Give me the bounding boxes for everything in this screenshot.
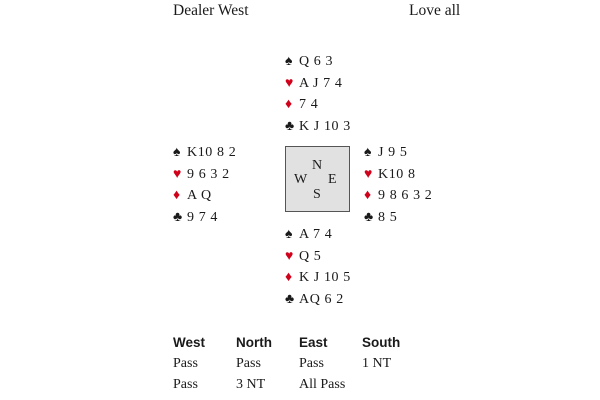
vulnerability-label: Love all: [409, 2, 461, 19]
spade-icon: ♠: [173, 144, 181, 160]
auction-row: Pass Pass Pass 1 NT: [173, 353, 425, 374]
north-clubs-cards: K J 10 3: [299, 119, 351, 135]
south-diamonds-cards: K J 10 5: [299, 270, 351, 286]
compass-south-label: S: [313, 187, 321, 202]
compass-east-label: E: [328, 172, 337, 187]
spade-icon: ♠: [285, 53, 293, 69]
auction-bid: Pass: [299, 355, 324, 371]
heart-icon: ♥: [364, 166, 373, 182]
auction-bid: All Pass: [299, 376, 346, 392]
west-spades-row: ♠ K10 8 2: [173, 142, 236, 164]
diamond-icon: ♦: [285, 97, 293, 113]
auction-bid: Pass: [236, 355, 261, 371]
south-hand: ♠ A 7 4 ♥ Q 5 ♦ K J 10 5 ♣ AQ 6 2: [285, 224, 351, 311]
compass-west-label: W: [294, 172, 308, 187]
heart-icon: ♥: [285, 75, 294, 91]
west-hand: ♠ K10 8 2 ♥ 9 6 3 2 ♦ A Q ♣ 9 7 4: [173, 142, 236, 229]
auction-header-south: South: [362, 335, 401, 350]
auction-bid: Pass: [173, 376, 198, 392]
west-diamonds-cards: A Q: [187, 188, 212, 204]
north-hand: ♠ Q 6 3 ♥ A J 7 4 ♦ 7 4 ♣ K J 10 3: [285, 51, 351, 138]
south-clubs-cards: AQ 6 2: [299, 292, 344, 308]
auction-bid: 3 NT: [236, 376, 266, 392]
spade-icon: ♠: [285, 226, 293, 242]
club-icon: ♣: [173, 210, 183, 226]
north-spades-row: ♠ Q 6 3: [285, 51, 351, 73]
auction-header-east: East: [299, 335, 328, 350]
north-diamonds-cards: 7 4: [299, 97, 319, 113]
east-spades-cards: J 9 5: [378, 144, 408, 160]
club-icon: ♣: [364, 210, 374, 226]
east-clubs-cards: 8 5: [378, 210, 398, 226]
dealer-label: Dealer West: [173, 2, 249, 19]
east-hearts-row: ♥ K10 8: [364, 164, 432, 186]
north-hearts-cards: A J 7 4: [299, 75, 343, 91]
diamond-icon: ♦: [173, 188, 181, 204]
club-icon: ♣: [285, 119, 295, 135]
compass-box: N W E S: [285, 146, 350, 212]
auction-header-row: West North East South: [173, 332, 425, 353]
south-clubs-row: ♣ AQ 6 2: [285, 289, 351, 311]
west-clubs-cards: 9 7 4: [187, 210, 218, 226]
compass-north-label: N: [312, 158, 323, 173]
auction-bid: 1 NT: [362, 355, 392, 371]
east-diamonds-row: ♦ 9 8 6 3 2: [364, 186, 432, 208]
south-diamonds-row: ♦ K J 10 5: [285, 268, 351, 290]
south-spades-cards: A 7 4: [299, 226, 333, 242]
heart-icon: ♥: [173, 166, 182, 182]
auction-row: Pass 3 NT All Pass: [173, 374, 425, 395]
south-hearts-row: ♥ Q 5: [285, 246, 351, 268]
club-icon: ♣: [285, 292, 295, 308]
north-spades-cards: Q 6 3: [299, 53, 334, 69]
auction-bid: Pass: [173, 355, 198, 371]
south-hearts-cards: Q 5: [299, 248, 322, 264]
east-clubs-row: ♣ 8 5: [364, 207, 432, 229]
auction-header-west: West: [173, 335, 206, 350]
north-diamonds-row: ♦ 7 4: [285, 95, 351, 117]
diamond-icon: ♦: [364, 188, 372, 204]
west-clubs-row: ♣ 9 7 4: [173, 207, 236, 229]
heart-icon: ♥: [285, 248, 294, 264]
south-spades-row: ♠ A 7 4: [285, 224, 351, 246]
east-hearts-cards: K10 8: [378, 166, 416, 182]
east-diamonds-cards: 9 8 6 3 2: [378, 188, 433, 204]
auction-table: West North East South Pass Pass Pass 1 N…: [173, 332, 425, 395]
east-hand: ♠ J 9 5 ♥ K10 8 ♦ 9 8 6 3 2 ♣ 8 5: [364, 142, 432, 229]
diamond-icon: ♦: [285, 270, 293, 286]
spade-icon: ♠: [364, 144, 372, 160]
west-hearts-cards: 9 6 3 2: [187, 166, 230, 182]
east-spades-row: ♠ J 9 5: [364, 142, 432, 164]
north-hearts-row: ♥ A J 7 4: [285, 73, 351, 95]
west-hearts-row: ♥ 9 6 3 2: [173, 164, 236, 186]
north-clubs-row: ♣ K J 10 3: [285, 116, 351, 138]
auction-header-north: North: [236, 335, 272, 350]
west-spades-cards: K10 8 2: [187, 144, 237, 160]
west-diamonds-row: ♦ A Q: [173, 186, 236, 208]
